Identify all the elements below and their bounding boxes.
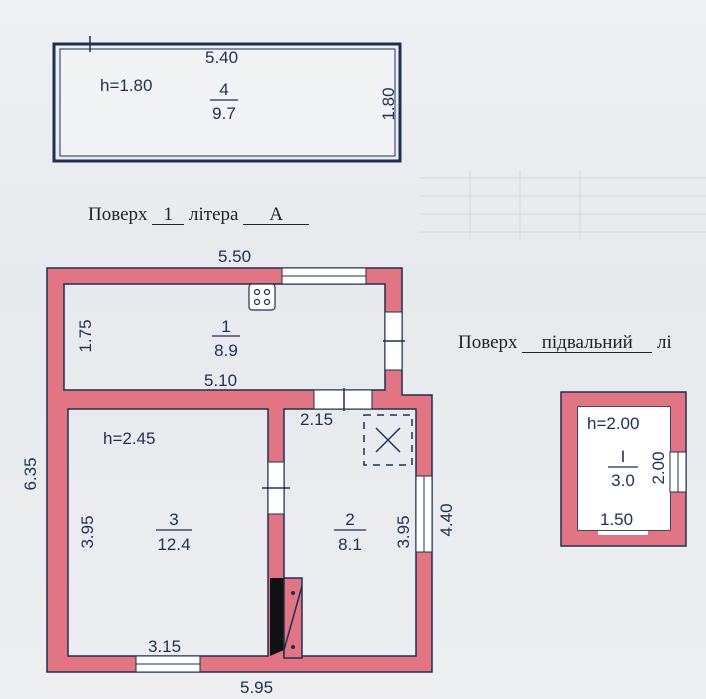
basement-room-area: 3.0 — [611, 471, 635, 490]
total-depth-label: 6.35 — [21, 457, 40, 490]
attic-outline — [52, 42, 402, 163]
door-room1-room2 — [313, 389, 373, 410]
basement-height-label: h=2.00 — [587, 414, 639, 433]
attic-depth-label: 1.80 — [379, 87, 398, 120]
right-depth-label: 4.40 — [437, 503, 456, 536]
room1-depth-label: 1.75 — [76, 319, 95, 352]
room2-width-label: 2.15 — [300, 410, 333, 429]
room3-depth-label: 3.95 — [78, 515, 97, 548]
basement-depth-label: 2.00 — [649, 451, 668, 484]
basement-inner — [578, 407, 670, 530]
room3-number: 3 — [169, 510, 178, 529]
attic-inner — [59, 48, 396, 157]
main-plan: 5.50 1.75 1 8.9 5.10 6.35 h=2.45 3.95 3 … — [21, 247, 456, 697]
attic-height-label: h=1.80 — [100, 76, 152, 95]
room1-area: 8.9 — [214, 341, 238, 360]
room2-area: 8.1 — [338, 535, 362, 554]
attic-room-area: 9.7 — [212, 104, 236, 123]
basement-caption-suffix: лі — [657, 332, 672, 353]
stove-icon — [248, 283, 276, 311]
room2-depth-label: 3.95 — [394, 515, 413, 548]
basement-caption: Поверх підвальний лі — [458, 332, 672, 354]
main-height-label: h=2.45 — [103, 429, 155, 448]
room1-width-label: 5.10 — [204, 371, 237, 390]
bottom-width-label: 5.95 — [240, 678, 273, 697]
room3-area: 12.4 — [157, 535, 190, 554]
attic-width-label: 5.40 — [205, 48, 238, 67]
basement-caption-floor: підвальний — [522, 333, 653, 353]
room2-number: 2 — [345, 510, 354, 529]
basement-width-label: 1.50 — [600, 510, 633, 529]
floor-caption-middle: літера — [189, 204, 239, 225]
room1-number: 1 — [221, 317, 230, 336]
basement-plan: h=2.00 I 3.0 2.00 1.50 — [560, 391, 687, 547]
stairs-icon — [270, 577, 303, 659]
floor-caption-floor: 1 — [152, 205, 185, 225]
main-outer-walls — [46, 267, 433, 673]
windows — [135, 267, 433, 673]
room3-width-label: 3.15 — [148, 637, 181, 656]
top-width-label: 5.50 — [218, 247, 251, 266]
basement-room-number: I — [621, 447, 626, 466]
floor-caption: Поверх 1 літера А — [88, 204, 310, 226]
attic-room-number: 4 — [219, 80, 228, 99]
doors — [262, 311, 405, 515]
hatch-icon — [363, 414, 413, 466]
floor-caption-prefix: Поверх — [88, 204, 148, 225]
basement-caption-prefix: Поверх — [458, 332, 518, 353]
attic-plan: 5.40 h=1.80 4 9.7 1.80 — [52, 36, 402, 163]
floor-caption-letter: А — [243, 205, 310, 225]
background-table-lines — [420, 170, 706, 240]
